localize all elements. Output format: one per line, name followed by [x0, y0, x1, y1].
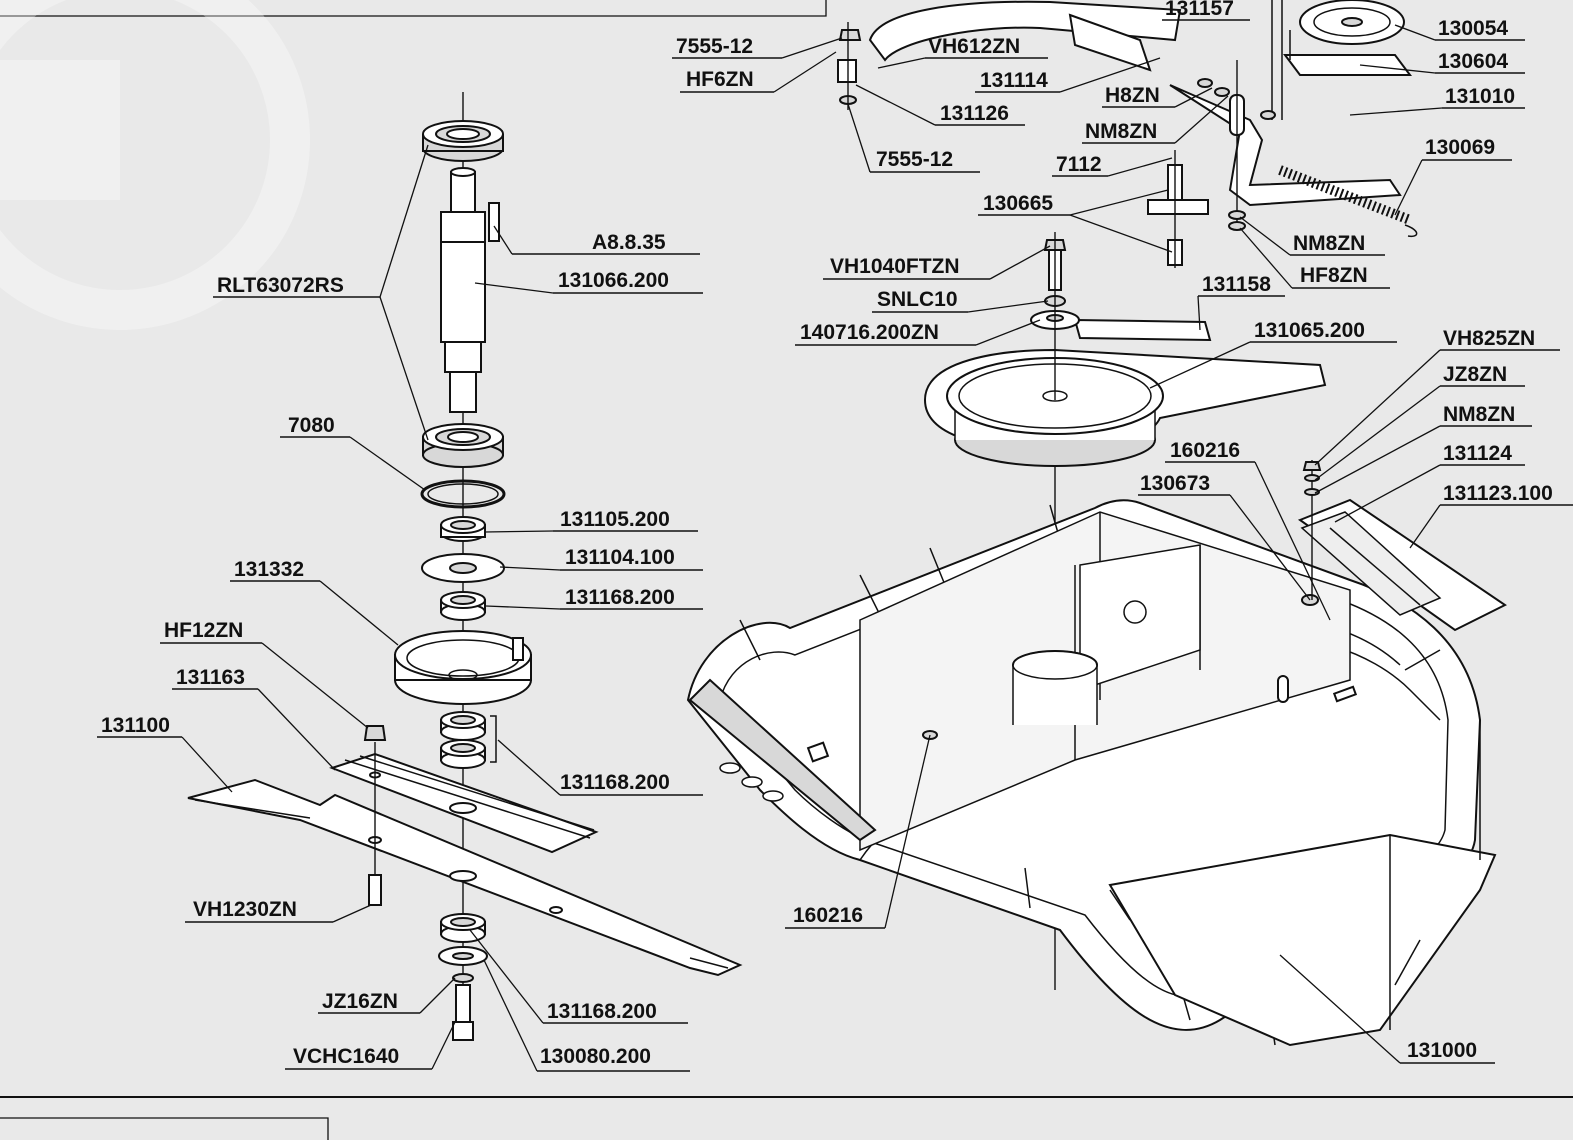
label-130665: 130665 — [983, 192, 1053, 215]
watermark-logo — [0, 0, 310, 330]
label-7555-12-top: 7555-12 — [676, 35, 753, 58]
label-131066-200: 131066.200 — [558, 269, 669, 292]
label-7555-12-bottom: 7555-12 — [876, 148, 953, 171]
top-bearing — [422, 120, 504, 162]
mower-blade — [187, 778, 743, 977]
mower-deck — [686, 460, 1507, 1047]
label-131168-200-a: 131168.200 — [565, 586, 675, 609]
label-rlt63072rs: RLT63072RS — [217, 274, 344, 297]
label-h8zn: H8ZN — [1105, 84, 1160, 107]
label-130673: 130673 — [1140, 472, 1210, 495]
label-160216-bottom: 160216 — [793, 904, 863, 927]
label-nm8zn-top: NM8ZN — [1085, 120, 1157, 143]
label-131163: 131163 — [176, 666, 245, 689]
label-vh825zn: VH825ZN — [1443, 327, 1535, 350]
label-a8-8-35: A8.8.35 — [592, 231, 666, 254]
label-vh1230zn: VH1230ZN — [193, 898, 297, 921]
top-linkage — [837, 0, 1418, 268]
pulley-assembly — [923, 232, 1327, 467]
label-130054: 130054 — [1438, 17, 1508, 40]
leader-lines — [97, 19, 1573, 1072]
label-jz16zn: JZ16ZN — [322, 990, 398, 1013]
label-131168-200-c: 131168.200 — [547, 1000, 657, 1023]
label-hf6zn: HF6ZN — [686, 68, 754, 91]
spindle-shaft — [440, 167, 500, 413]
label-131104-100: 131104.100 — [565, 546, 675, 569]
label-131158: 131158 — [1202, 273, 1271, 296]
label-hf8zn: HF8ZN — [1300, 264, 1368, 287]
label-nm8zn-mid: NM8ZN — [1293, 232, 1365, 255]
label-131105-200: 131105.200 — [560, 508, 670, 531]
label-131114: 131114 — [980, 69, 1048, 92]
label-131010: 131010 — [1445, 85, 1515, 108]
label-hf12zn: HF12ZN — [164, 619, 243, 642]
spindle-assembly — [394, 92, 532, 1041]
lower-bearing — [422, 423, 504, 468]
label-130604: 130604 — [1438, 50, 1508, 73]
label-131332: 131332 — [234, 558, 304, 581]
label-131065-200: 131065.200 — [1254, 319, 1365, 342]
label-131126: 131126 — [940, 102, 1009, 125]
label-131000: 131000 — [1407, 1039, 1477, 1062]
label-160216-top: 160216 — [1170, 439, 1240, 462]
label-131100: 131100 — [101, 714, 170, 737]
label-7112: 7112 — [1056, 153, 1102, 176]
label-vchc1640: VCHC1640 — [293, 1045, 399, 1068]
label-131124: 131124 — [1443, 442, 1512, 465]
label-vh1040ftzn: VH1040FTZN — [830, 255, 960, 278]
blade-stiffener — [329, 725, 599, 906]
label-snlc10: SNLC10 — [877, 288, 958, 311]
label-131123-100: 131123.100 — [1443, 482, 1553, 505]
label-131157: 131157 — [1165, 0, 1234, 20]
label-nm8zn-right: NM8ZN — [1443, 403, 1515, 426]
label-130080-200: 130080.200 — [540, 1045, 651, 1068]
label-130069: 130069 — [1425, 136, 1495, 159]
label-140716-200zn: 140716.200ZN — [800, 321, 939, 344]
part-labels: 7555-12 HF6ZN VH612ZN 131114 131157 1311… — [101, 0, 1553, 1068]
label-131168-200-b: 131168.200 — [560, 771, 670, 794]
label-7080: 7080 — [288, 414, 335, 437]
label-jz8zn: JZ8ZN — [1443, 363, 1507, 386]
spindle-housing — [394, 630, 532, 705]
label-vh612zn: VH612ZN — [928, 35, 1020, 58]
